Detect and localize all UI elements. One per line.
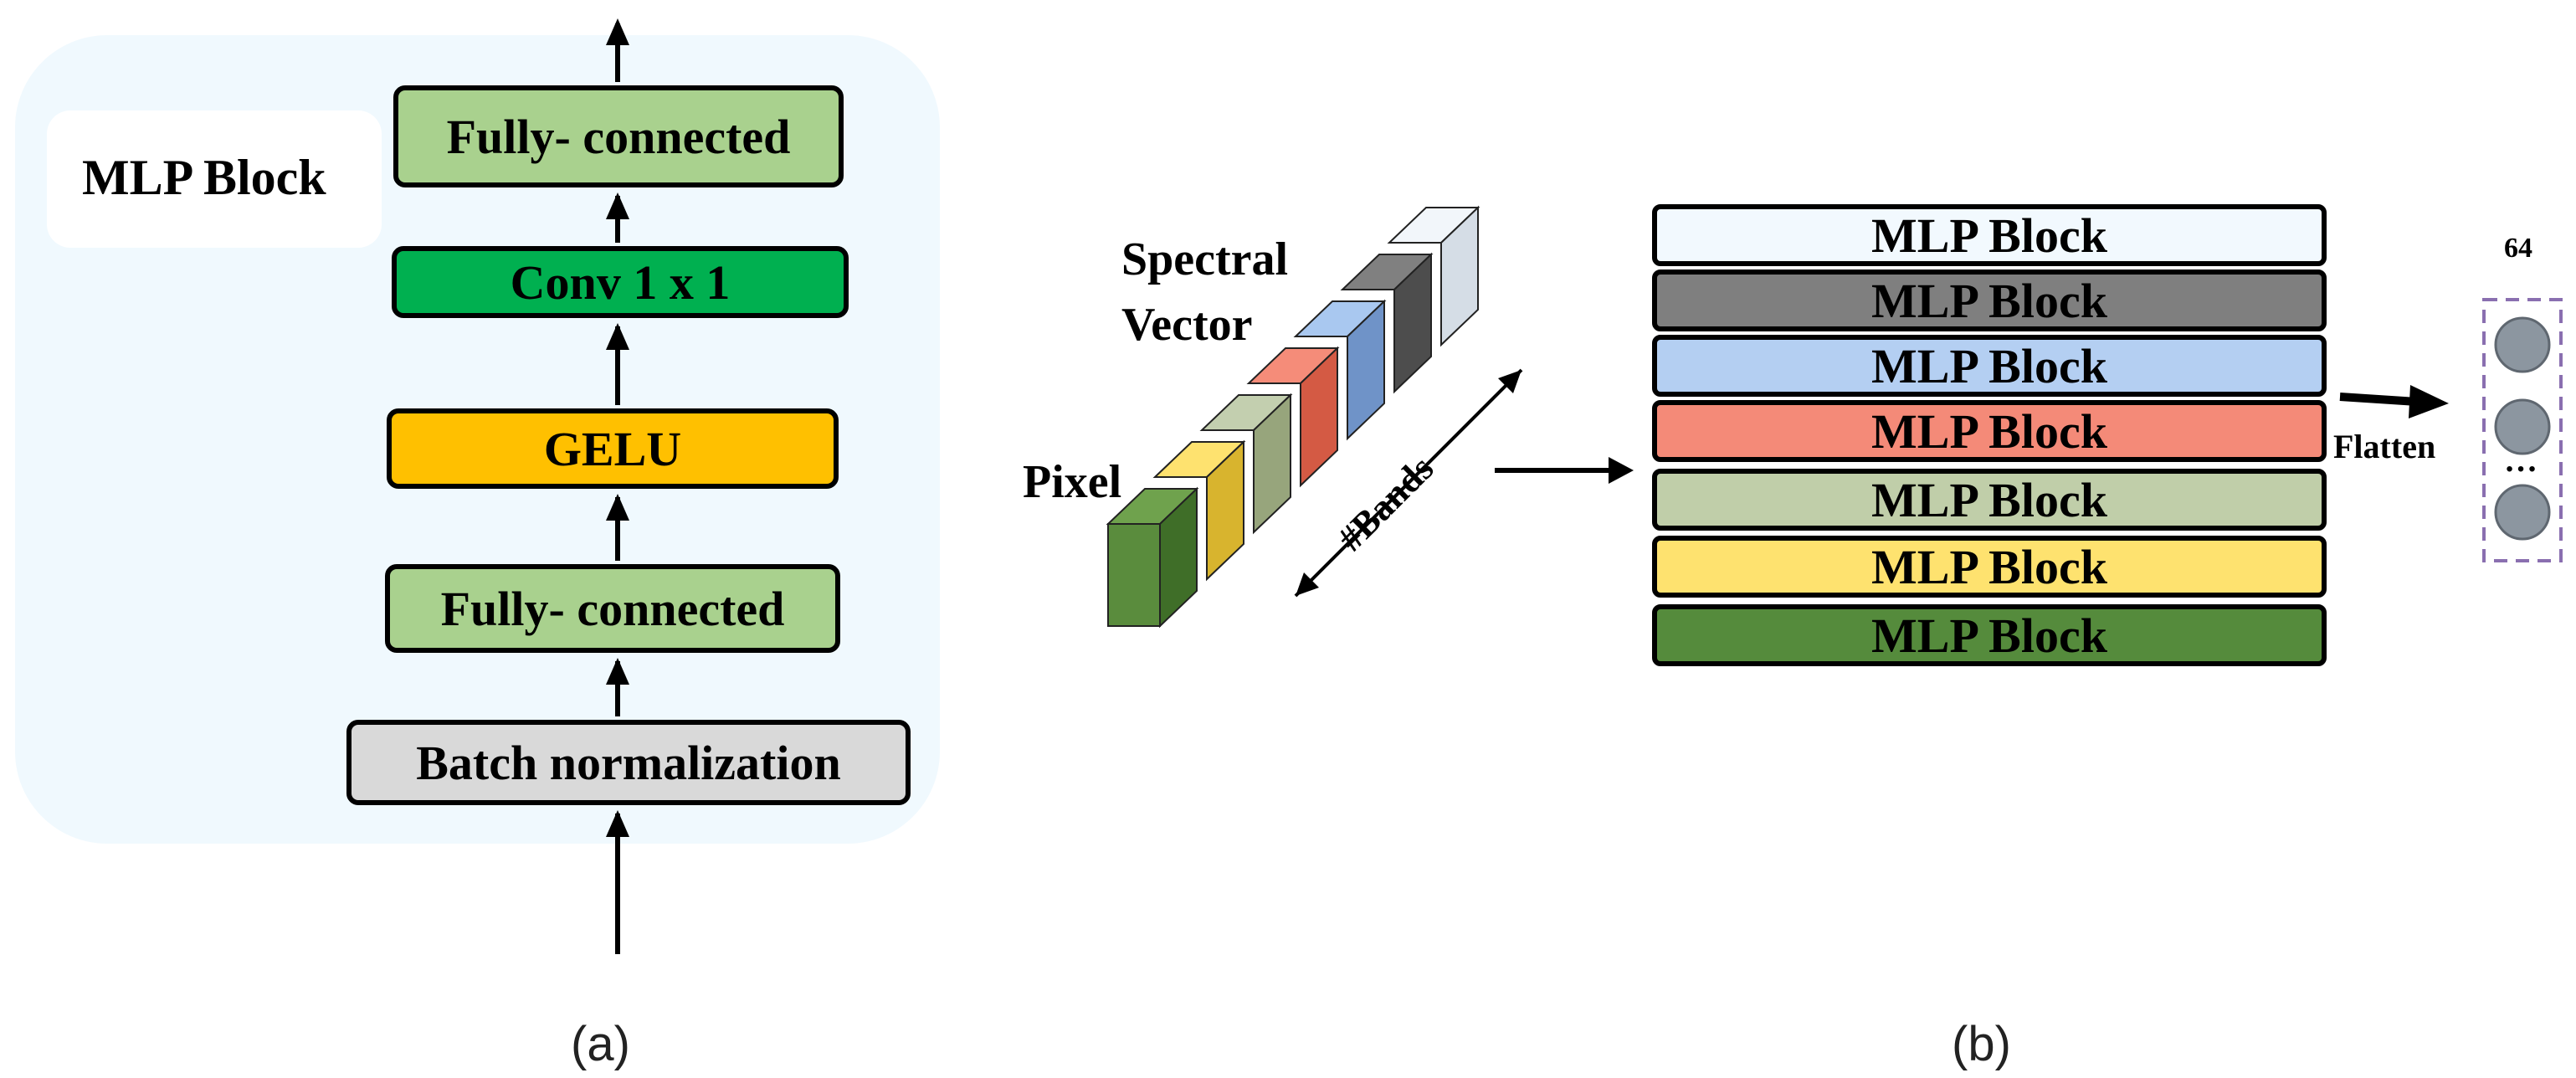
output-node bbox=[2494, 398, 2551, 455]
mlp-arrow-heads bbox=[606, 18, 629, 837]
gelu-box: GELU bbox=[387, 408, 839, 489]
flatten-arrow bbox=[2339, 385, 2449, 418]
bands-arrow bbox=[1294, 368, 1523, 598]
mlp-block-title: MLP Block bbox=[82, 150, 326, 205]
fully-connected-bottom-box: Fully- connected bbox=[385, 564, 840, 653]
bands-arrow-heads bbox=[1296, 370, 1521, 596]
spectral-label: Spectral bbox=[1121, 234, 1289, 285]
stack-block: MLP Block bbox=[1652, 335, 2327, 397]
spectral-vector bbox=[1106, 205, 1480, 629]
pixel-label: Pixel bbox=[1023, 456, 1122, 508]
fully-connected-top-box: Fully- connected bbox=[393, 85, 844, 187]
caption-a: (a) bbox=[571, 1017, 630, 1071]
stack-block: MLP Block bbox=[1652, 270, 2327, 331]
caption-b: (b) bbox=[1952, 1017, 2011, 1071]
output-node bbox=[2494, 484, 2551, 541]
output-vector bbox=[2482, 298, 2563, 562]
batch-normalization-box: Batch normalization bbox=[346, 720, 911, 805]
vector-label: Vector bbox=[1121, 299, 1253, 351]
flatten-label: Flatten bbox=[2333, 428, 2436, 465]
stack-block: MLP Block bbox=[1652, 400, 2327, 462]
output-node bbox=[2494, 316, 2551, 373]
conv-1x1-box: Conv 1 x 1 bbox=[392, 246, 849, 318]
stack-block: MLP Block bbox=[1652, 536, 2327, 598]
stack-block: MLP Block bbox=[1652, 469, 2327, 531]
stack-block: MLP Block bbox=[1652, 604, 2327, 666]
stack-block: MLP Block bbox=[1652, 204, 2327, 266]
input-to-stack-arrow bbox=[1495, 457, 1634, 484]
mlp-block-tag bbox=[47, 110, 382, 248]
output-ellipsis: … bbox=[2504, 441, 2538, 479]
output-size-label: 64 bbox=[2504, 233, 2532, 264]
